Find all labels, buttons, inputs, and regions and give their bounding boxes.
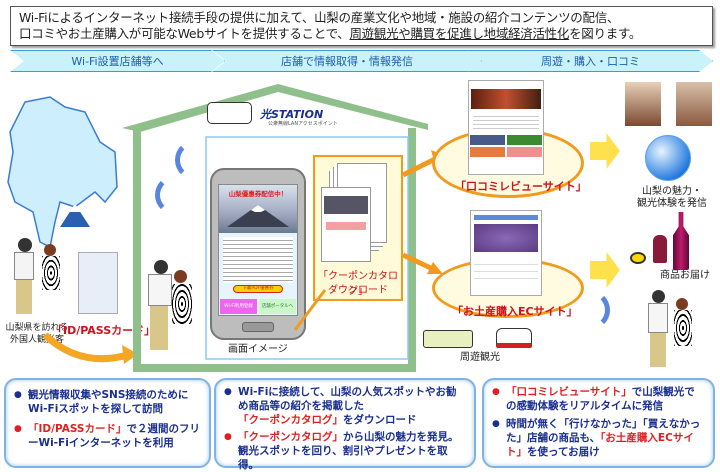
info-highlight: 「クーポンカタログ」 [238,431,343,443]
yamanashi-map-icon [7,96,118,249]
id-pass-card-image [78,252,118,314]
download-coupon-button[interactable]: 下載PDF優惠券 [233,285,283,293]
ring-icon [630,252,646,264]
info-text: で２週間のフリーWi-Fiインターネットを利用 [28,423,200,449]
screen-image-caption: 画面イメージ [228,344,288,355]
summary-line-2: 口コミやお土産購入が可能なWebサイトを提供することで、周遊観光や購買を促進し地… [19,26,704,42]
catalog-label-1: 「クーポンカタログ」 [318,271,398,297]
info-highlight: 「お土産購入ECサイト」 [506,432,694,458]
info-text: から山梨の魅力を発見。観光スポットを回り、割引やプレゼントを取得。 [238,431,459,471]
step-3: 周遊・購入・口コミ [468,50,713,72]
train-icon [496,328,532,348]
shopping-couple-illustration [640,290,700,370]
share-label-2: 観光体験を発信 [637,198,707,209]
visitors-label: 山梨県を訪れる外国人観光客 [5,323,69,345]
person-laptop-photo [625,82,661,126]
phone-screen: 山梨優惠券配信中！ 下載PDF優惠券 Wi-Fi利用登録 店舗ポータルへ [218,184,298,316]
ec-site-label: 「お土産購入ECサイト」 [452,305,578,318]
info-box-store: Wi-Fiに接続して、山梨の人気スポットやお勧め商品等の紹介を掲載した「クーポン… [214,378,476,471]
coupon-catalog-panel: 「クーポンカタログ」 ダウンロード [313,155,403,301]
mount-fuji-image: 山梨優惠券配信中！ [219,185,297,233]
person-phone-photo [676,82,712,126]
info-text: をダウンロード [343,414,417,426]
info-highlight: 「クーポンカタログ」 [238,414,343,426]
guests-illustration [140,260,195,355]
bus-icon [423,330,473,348]
wifi-router-icon [207,102,252,124]
step-label: 周遊・購入・口コミ [541,55,640,68]
station-subtitle: 公衆無線LANアクセスポイント [268,121,338,127]
wifi-signal-icon [570,290,610,330]
curved-arrow-icon [42,332,138,364]
info-text: を使ってお届け [527,446,600,458]
phone-headline: 山梨優惠券配信中！ [228,190,288,198]
ec-site-screenshot [470,210,542,296]
home-button [242,322,274,332]
wifi-register-button[interactable]: Wi-Fi利用登録 [220,299,257,314]
tour-label: 周遊観光 [460,352,500,363]
step-1: Wi-Fi設置店舗等へ [10,50,225,72]
info-highlight: 「口コミレビューサイト」 [506,386,632,398]
info-box-visit: 観光情報収集やSNS接続のためにWi-Fiスポットを探して訪問 「ID/PASS… [4,378,211,468]
summary-text: を図ります。 [569,26,642,41]
info-item: 観光情報収集やSNS接続のためにWi-Fiスポットを探して訪問 [14,388,201,416]
step-label: Wi-Fi設置店舗等へ [71,55,164,68]
review-site-screenshot [468,80,544,175]
step-label: 店舗で情報取得・情報発信 [281,55,413,68]
wine-glass-icon [653,235,667,263]
store-portal-button[interactable]: 店舗ポータルへ [259,299,296,314]
step-2: 店舗で情報取得・情報発信 [212,50,482,72]
connector-arrows [293,150,443,331]
info-item: 「クーポンカタログ」から山梨の魅力を発見。観光スポットを回り、割引やプレゼントを… [224,430,466,472]
summary-emphasis: 周遊観光や購買を促進し地域経済活性化 [349,26,570,41]
delivery-label: 商品お届け [660,270,710,281]
arrow-right-icon [590,133,620,169]
info-text: で山梨観光での感動体験をリアルタイムに発信 [506,386,695,412]
share-label-1: 山梨の魅力・ [642,186,702,197]
arrow-right-icon [590,252,620,288]
info-text: 観光情報収集やSNS接続のためにWi-Fiスポットを探して訪問 [28,389,189,415]
coupon-text-lines [223,237,293,283]
review-site-label: 「口コミレビューサイト」 [455,180,587,193]
info-item: 「口コミレビューサイト」で山梨観光での感動体験をリアルタイムに発信 [492,385,705,413]
station-logo: 光STATION [260,108,324,121]
info-text: 時間が無く「行けなかった」「買えなかった」店舗の商品も、 [506,418,701,444]
info-box-tour: 「口コミレビューサイト」で山梨観光での感動体験をリアルタイムに発信 時間が無く「… [482,378,715,468]
smartphone-mockup: 山梨優惠券配信中！ 下載PDF優惠券 Wi-Fi利用登録 店舗ポータルへ [210,168,306,340]
info-item: 時間が無く「行けなかった」「買えなかった」店舗の商品も、「お土産購入ECサイト」… [492,417,705,459]
wifi-signal-icon [155,175,195,215]
tourist-couple-illustration [12,238,72,318]
info-text: Wi-Fiに接続して、山梨の人気スポットやお勧め商品等の紹介を掲載した [238,386,457,412]
summary-header: Wi-Fiによるインターネット接続手段の提供に加えて、山梨の産業文化や地域・施設… [10,6,713,46]
wifi-signal-icon [175,140,215,180]
info-item: Wi-Fiに接続して、山梨の人気スポットやお勧め商品等の紹介を掲載した「クーポン… [224,385,466,427]
summary-text: 口コミやお土産購入が可能なWebサイトを提供することで、 [19,26,350,41]
catalog-label-2: ダウンロード [328,285,388,296]
wine-bottle-icon [673,212,689,270]
info-item: 「ID/PASSカード」で２週間のフリーWi-Fiインターネットを利用 [14,422,201,450]
globe-icon [645,135,691,181]
id-pass-card-label: 「ID/PASSカード」 [52,324,156,337]
info-highlight: 「ID/PASSカード」 [28,423,127,435]
summary-line-1: Wi-Fiによるインターネット接続手段の提供に加えて、山梨の産業文化や地域・施設… [19,10,620,25]
store-house-illustration [122,84,428,372]
catalog-front-page [321,187,371,262]
